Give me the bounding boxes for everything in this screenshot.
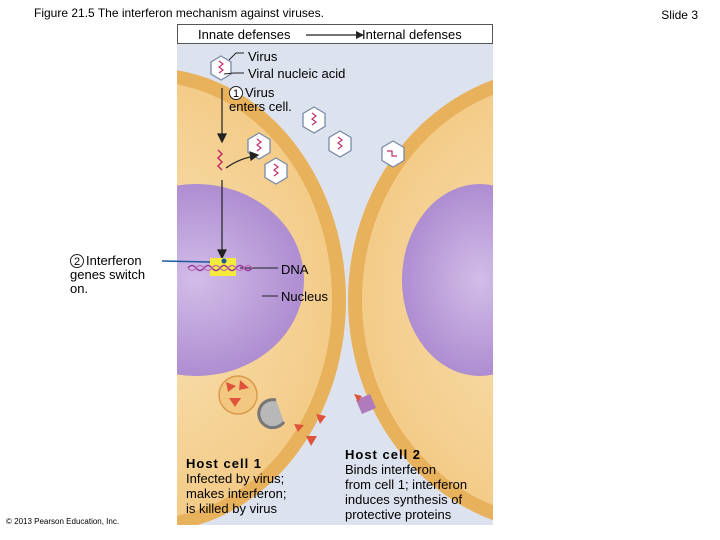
virus-particles [210, 55, 405, 185]
virus-leader [228, 52, 244, 61]
step-2-text-line1: Interferon [86, 253, 142, 268]
host-cell-1-desc-line3: is killed by virus [186, 501, 278, 516]
virus-icon [264, 157, 288, 185]
host-cell-2-caption: Host cell 2 Binds interferon from cell 1… [345, 447, 467, 522]
defense-banner: Innate defenses Internal defenses [177, 24, 493, 44]
virus-icon [302, 106, 326, 134]
banner-innate-defenses: Innate defenses [198, 27, 291, 42]
host-cell-2-desc-line4: protective proteins [345, 507, 452, 522]
exocytosis-vesicle [257, 398, 286, 430]
virus-icon [210, 55, 232, 81]
banner-internal-defenses: Internal defenses [362, 27, 462, 42]
interferon-genes-leader [161, 260, 211, 263]
host-cell-2-desc-line1: Binds interferon [345, 462, 437, 477]
label-dna: DNA [281, 262, 309, 277]
virus-icon [381, 140, 405, 168]
figure-title: Figure 21.5 The interferon mechanism aga… [34, 6, 324, 20]
interferon-molecules [226, 380, 249, 407]
process-arrows [217, 88, 260, 260]
label-virus: Virus [248, 49, 278, 64]
banner-arrow-icon [306, 31, 364, 39]
step-2-text-line3: on. [70, 281, 89, 296]
step-2-text-line2: genes switch [70, 267, 146, 282]
label-nucleus: Nucleus [281, 289, 328, 304]
nucleic-acid-leader [223, 72, 244, 75]
step-2-number: 2 [70, 254, 84, 268]
dna-strand-2 [187, 264, 253, 272]
host-cell-1-title: Host cell 1 [186, 456, 263, 471]
interferon-receptor [354, 394, 376, 414]
viral-nucleic-acid-strand [216, 149, 224, 171]
label-viral-nucleic-acid: Viral nucleic acid [248, 66, 346, 81]
step-1-text-line2: enters cell. [229, 99, 292, 114]
host-cell-2-nucleus [402, 184, 493, 376]
interferon-vesicle [218, 375, 258, 415]
gene-marker [221, 258, 227, 264]
host-cell-1-caption: Host cell 1 Infected by virus; makes int… [186, 456, 286, 516]
host-cell-2-desc-line3: induces synthesis of [345, 492, 463, 507]
interferon-gene-highlight [210, 258, 236, 276]
host-cell-2-title: Host cell 2 [345, 447, 422, 462]
host-cell-2-desc-line2: from cell 1; interferon [345, 477, 468, 492]
host-cell-1-nucleus [177, 184, 304, 376]
label-leaders [223, 52, 278, 297]
step-1-number: 1 [229, 86, 243, 100]
step-1-text-line1: Virus [245, 85, 275, 100]
virus-icon [247, 132, 271, 160]
virus-icon [328, 130, 352, 158]
secreted-interferon [294, 414, 326, 446]
host-cell-1-desc-line1: Infected by virus; [186, 471, 285, 486]
copyright-notice: © 2013 Pearson Education, Inc. [6, 517, 120, 526]
slide-number: Slide 3 [661, 8, 698, 22]
host-cell-1-desc-line2: makes interferon; [186, 486, 287, 501]
